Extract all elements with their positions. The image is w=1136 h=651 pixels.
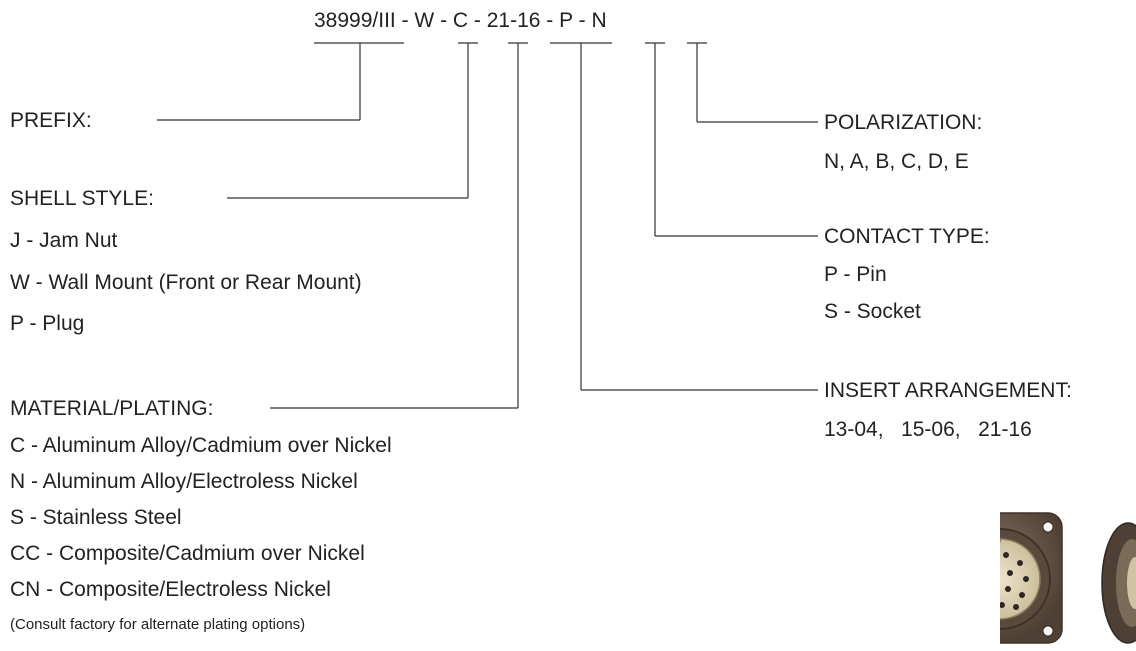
material-option: C - Aluminum Alloy/Cadmium over Nickel bbox=[10, 434, 392, 457]
material-option: N - Aluminum Alloy/Electroless Nickel bbox=[10, 470, 358, 493]
pn-separator: - bbox=[572, 9, 592, 32]
pn-prefix: 38999/III bbox=[314, 9, 396, 32]
material-option: S - Stainless Steel bbox=[10, 506, 182, 529]
pn-contact: P bbox=[559, 9, 573, 32]
plug-connector-photo bbox=[1101, 522, 1136, 644]
pn-polarization: N bbox=[591, 9, 607, 32]
shell-style-option: W - Wall Mount (Front or Rear Mount) bbox=[10, 271, 362, 294]
shell-style-option: J - Jam Nut bbox=[10, 229, 118, 252]
material-plating-title: MATERIAL/PLATING: bbox=[10, 397, 214, 420]
shell-style-title: SHELL STYLE: bbox=[10, 187, 154, 210]
shell-style-option: P - Plug bbox=[10, 312, 85, 335]
insert-arrangement-title: INSERT ARRANGEMENT: bbox=[824, 379, 1072, 402]
pn-separator: - bbox=[434, 9, 453, 32]
part-number: 38999/III - W - C - 21-16 - P - N bbox=[314, 9, 607, 33]
contact-type-title: CONTACT TYPE: bbox=[824, 225, 990, 248]
material-option: CC - Composite/Cadmium over Nickel bbox=[10, 542, 365, 565]
material-note: (Consult factory for alternate plating o… bbox=[10, 616, 306, 633]
wall-mount-connector-photo bbox=[1000, 512, 1063, 644]
insert-arrangement-options: 13-04, 15-06, 21-16 bbox=[824, 418, 1032, 441]
polarization-options: N, A, B, C, D, E bbox=[824, 150, 969, 173]
pn-separator: - bbox=[395, 9, 415, 32]
contact-type-option: P - Pin bbox=[824, 263, 887, 286]
polarization-title: POLARIZATION: bbox=[824, 111, 983, 134]
connector-photos bbox=[1000, 512, 1136, 644]
material-option: CN - Composite/Electroless Nickel bbox=[10, 578, 331, 601]
pn-separator: - bbox=[468, 9, 487, 32]
pn-insert: 21-16 bbox=[486, 9, 541, 32]
pn-shell: W bbox=[414, 9, 435, 32]
pn-material: C bbox=[452, 9, 469, 32]
pn-separator: - bbox=[540, 9, 560, 32]
prefix-title: PREFIX: bbox=[10, 109, 92, 132]
contact-type-option: S - Socket bbox=[824, 300, 921, 323]
